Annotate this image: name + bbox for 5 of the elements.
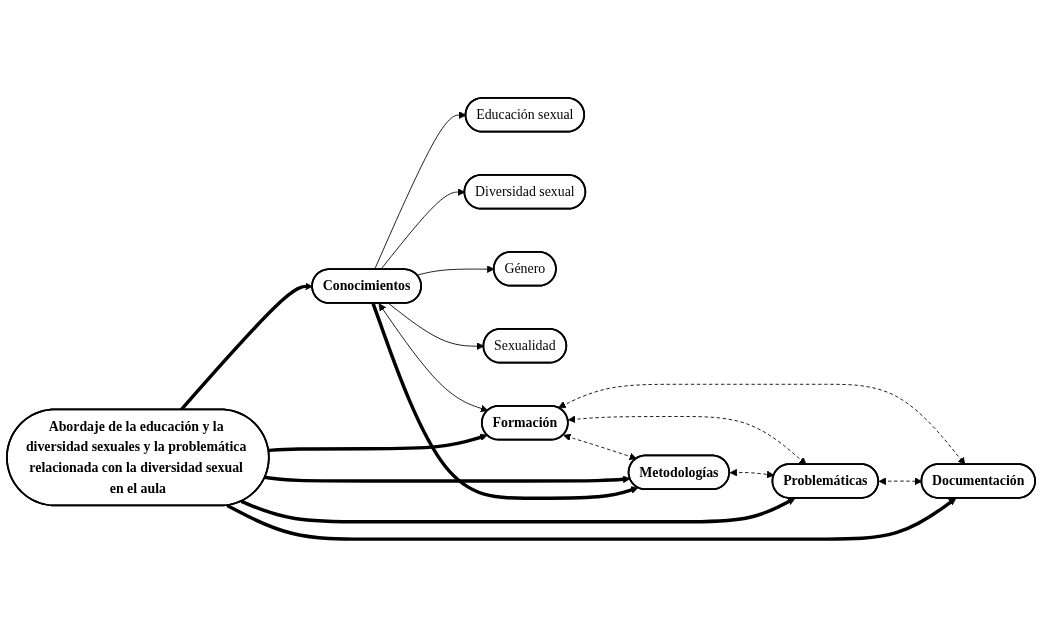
arrow — [226, 497, 957, 541]
arrow — [268, 433, 488, 453]
arrow — [179, 282, 313, 411]
arrow — [240, 497, 796, 524]
arrow — [264, 475, 631, 484]
